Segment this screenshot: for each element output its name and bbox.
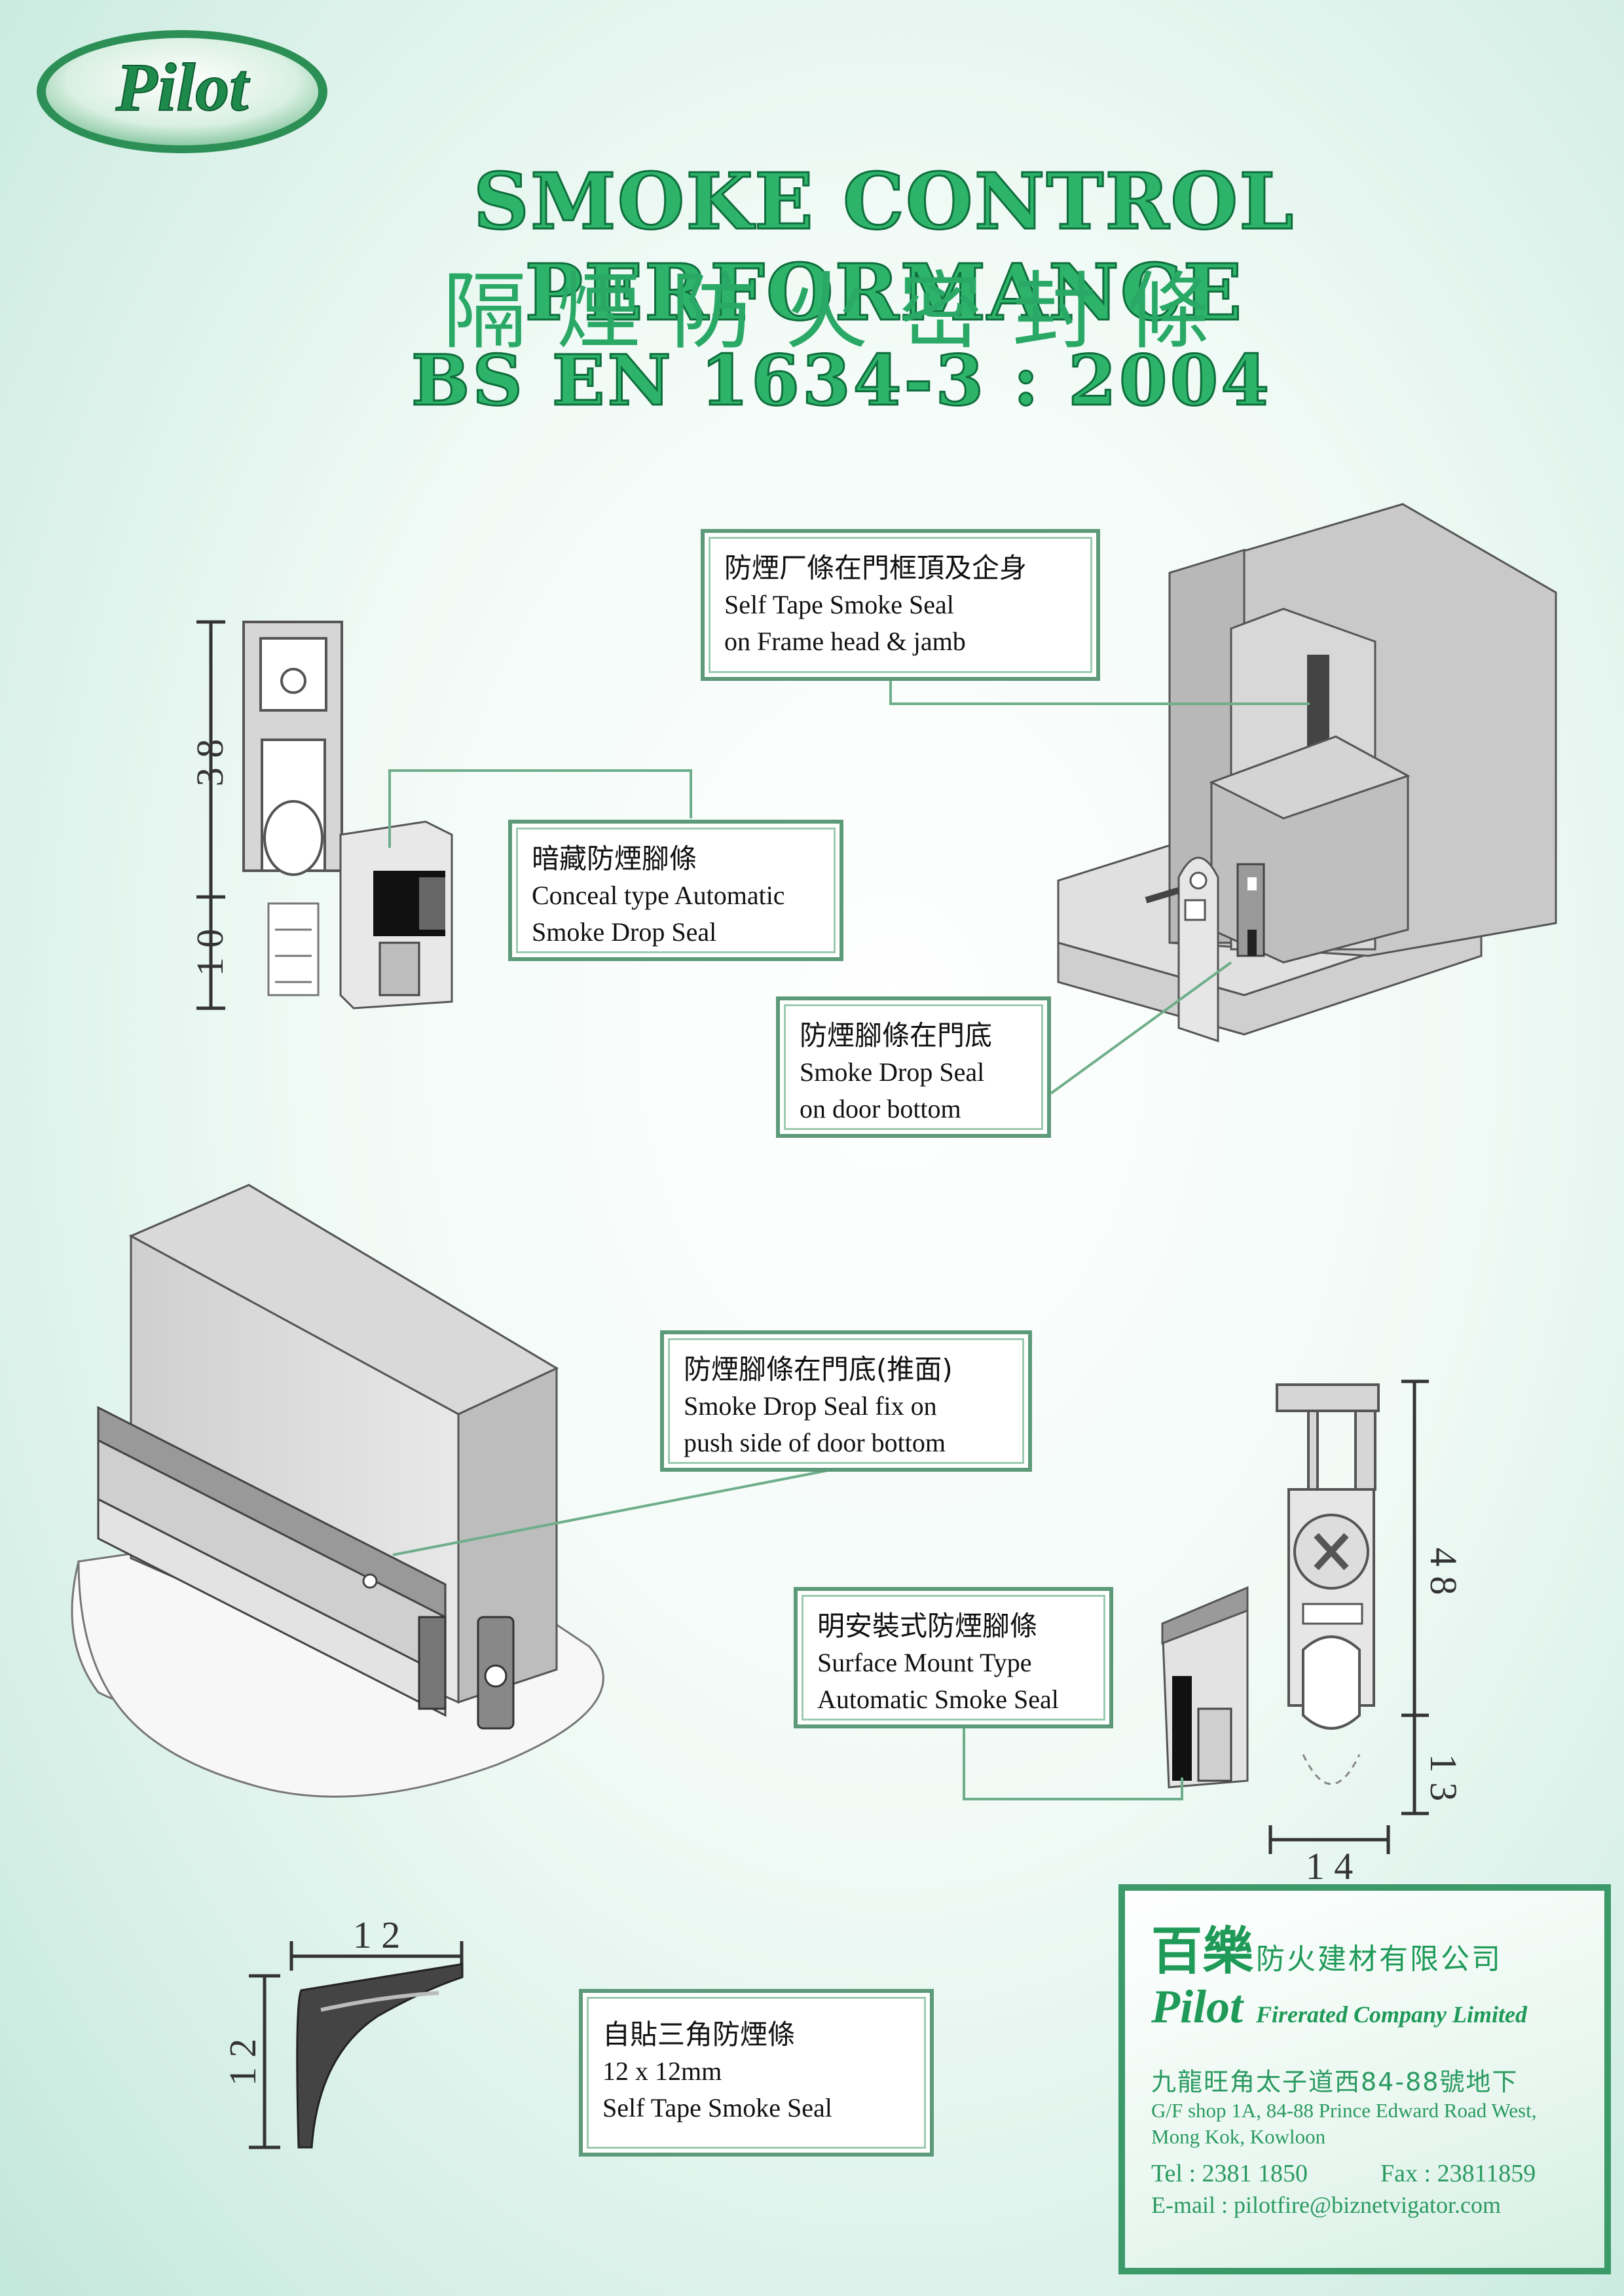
company-tel: Tel : 2381 1850 xyxy=(1151,2160,1308,2187)
company-email[interactable]: E-mail : pilotfire@biznetvigator.com xyxy=(1151,2192,1502,2218)
label-conceal-cn: 暗藏防煙腳條 xyxy=(532,843,697,875)
label-frame-seal-en1: Self Tape Smoke Seal xyxy=(724,590,954,619)
conceal-seal-profile xyxy=(196,620,453,1010)
label-door-bottom-cn: 防煙腳條在門底 xyxy=(800,1019,993,1051)
dim-13: 1 3 xyxy=(1422,1754,1465,1802)
label-surface-mount: 明安裝式防煙腳條 Surface Mount Type Automatic Sm… xyxy=(794,1587,1113,1728)
label-push-side-en1: Smoke Drop Seal fix on xyxy=(684,1391,937,1421)
label-conceal-en2: Smoke Drop Seal xyxy=(532,917,717,947)
company-address-en1: G/F shop 1A, 84-88 Prince Edward Road We… xyxy=(1151,2099,1537,2122)
title-english: SMOKE CONTROL PERFORMANCE xyxy=(472,155,1295,339)
company-address-en2: Mong Kok, Kowloon xyxy=(1151,2125,1326,2148)
company-address-cn: 九龍旺角太子道西84-88號地下 xyxy=(1151,2068,1519,2096)
label-frame-seal-cn: 防煙⼚條在門框頂及企身 xyxy=(724,552,1027,584)
label-push-side-en2: push side of door bottom xyxy=(684,1428,946,1457)
label-push-side: 防煙腳條在門底(推面) Smoke Drop Seal fix on push … xyxy=(660,1330,1032,1472)
label-door-bottom-en1: Smoke Drop Seal xyxy=(800,1057,985,1087)
dim-triangle-height: 1 2 xyxy=(221,2039,264,2086)
label-surface-en2: Automatic Smoke Seal xyxy=(817,1685,1059,1714)
label-frame-seal-en2: on Frame head & jamb xyxy=(724,627,966,656)
label-conceal-en1: Conceal type Automatic xyxy=(532,881,785,910)
logo-text: Pilot xyxy=(115,50,250,125)
label-door-bottom-en2: on door bottom xyxy=(800,1094,961,1123)
label-push-side-cn: 防煙腳條在門底(推面) xyxy=(684,1353,953,1385)
company-name-pilot: Pilot xyxy=(1151,1980,1243,2033)
label-conceal: 暗藏防煙腳條 Conceal type Automatic Smoke Drop… xyxy=(508,820,843,961)
label-triangle-seal: 自貼三角防煙條 12 x 12mm Self Tape Smoke Seal xyxy=(579,1989,934,2157)
dim-38: 3 8 xyxy=(189,739,231,787)
dim-triangle-width: 1 2 xyxy=(353,1914,401,1956)
label-surface-cn: 明安裝式防煙腳條 xyxy=(817,1610,1038,1642)
label-door-bottom: 防煙腳條在門底 Smoke Drop Seal on door bottom xyxy=(776,996,1051,1138)
triangle-seal-profile xyxy=(249,1941,464,2149)
door-frame-illustration xyxy=(1057,503,1557,1043)
label-triangle-cn: 自貼三角防煙條 xyxy=(602,2018,796,2050)
leader-lines xyxy=(388,678,1310,1800)
title-chinese: 隔煙防火密封條 xyxy=(442,263,1240,361)
company-fax: Fax : 23811859 xyxy=(1380,2160,1536,2187)
label-surface-en1: Surface Mount Type xyxy=(817,1648,1032,1677)
dim-48: 4 8 xyxy=(1422,1548,1465,1595)
dim-14: 1 4 xyxy=(1306,1845,1354,1887)
standard-title: BS EN 1634-3 : 2004 xyxy=(410,338,1272,422)
label-triangle-en1: 12 x 12mm xyxy=(602,2056,722,2086)
push-side-door-illustration xyxy=(71,1184,604,1798)
dim-10: 1 0 xyxy=(189,929,231,977)
label-triangle-en2: Self Tape Smoke Seal xyxy=(602,2093,832,2123)
surface-seal-profile xyxy=(1161,1379,1429,1854)
company-info-box: 百樂 防火建材有限公司 Pilot Firerated Company Limi… xyxy=(1118,1884,1611,2274)
company-name-cn-big: 百樂 xyxy=(1151,1922,1254,1981)
company-name-en: Firerated Company Limited xyxy=(1256,2001,1527,2028)
label-frame-seal: 防煙⼚條在門框頂及企身 Self Tape Smoke Seal on Fram… xyxy=(701,529,1100,681)
company-name-cn-small: 防火建材有限公司 xyxy=(1256,1942,1503,1976)
pilot-logo: Pilot xyxy=(37,30,327,153)
